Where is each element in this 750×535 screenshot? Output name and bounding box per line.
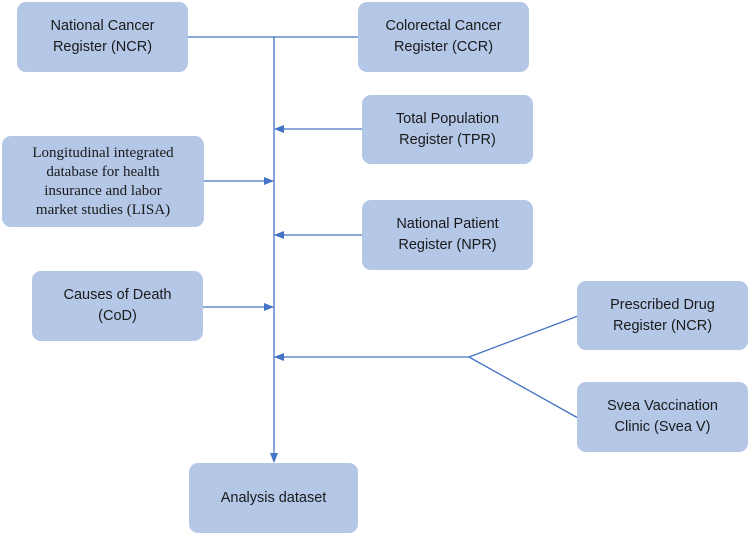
svea-label-line2: Clinic (Svea V) [614,419,711,435]
lisa-label-line4: market studies (LISA) [35,201,171,218]
analysis-dataset-box: Analysis dataset [189,463,358,533]
cod-label-line2: (CoD) [98,308,137,324]
analysis-dataset-label: Analysis dataset [220,489,327,506]
connector-pdr [468,315,579,358]
npr-label-line1: National Patient [396,216,499,232]
svea-label-line1: Svea Vaccination [607,398,718,414]
tpr-label-line2: Register (TPR) [399,131,496,148]
pdr-label-line2: Register (NCR) [612,317,713,334]
cod-label-line1: Causes of Death [63,287,172,303]
ccr-label-line2: Register (CCR) [393,39,494,55]
cod-box: Causes of Death (CoD) [32,271,203,341]
connector-svea [468,356,579,419]
lisa-label-line3: insurance and labor [44,182,162,199]
lisa-label-line1: Longitudinal integrated [32,144,174,161]
ncr-label-line1: National Cancer [50,18,155,34]
lisa-label-line2: database for health [46,163,160,180]
tpr-label-line1: Total Population [395,110,500,127]
lisa-box: Longitudinal integrated database for heal… [2,136,204,227]
pdr-label-line1: Prescribed Drug [610,296,715,313]
ccr-label-line1: Colorectal Cancer [385,18,502,34]
ncr-label-line2: Register (NCR) [52,39,153,55]
npr-label-line2: Register (NPR) [398,237,497,253]
